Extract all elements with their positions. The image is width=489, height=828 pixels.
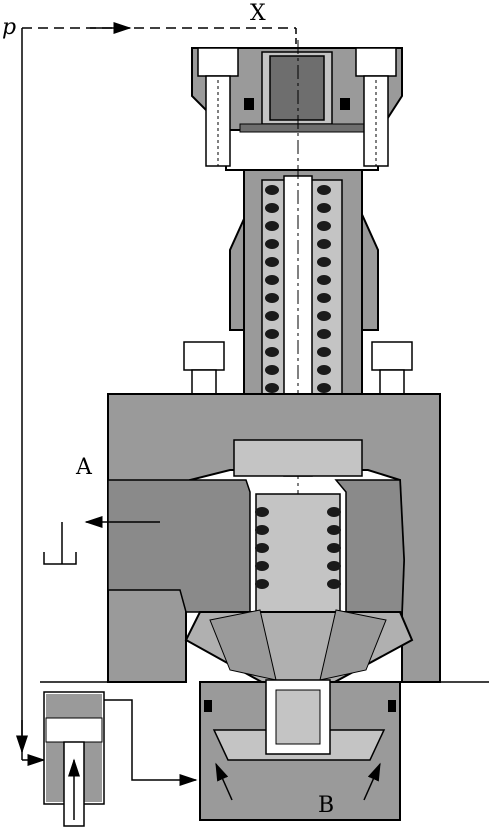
- upper-spring-coil: [265, 257, 279, 267]
- lower-spring-coil: [255, 579, 269, 589]
- pressure-label: p: [2, 15, 16, 40]
- upper-spring-coil: [317, 203, 331, 213]
- lower-spring-coil: [327, 543, 341, 553]
- upper-spring-coil: [317, 185, 331, 195]
- port-a-label: A: [75, 455, 93, 480]
- upper-spring-coil: [265, 347, 279, 357]
- lower-spring-coil: [327, 579, 341, 589]
- lower-spring-coil: [255, 525, 269, 535]
- lower-spring-coil: [255, 507, 269, 517]
- upper-spring-coil: [317, 293, 331, 303]
- upper-spring-coil: [265, 365, 279, 375]
- upper-spring-coil: [265, 293, 279, 303]
- upper-spring-coil: [317, 347, 331, 357]
- main-valve-body: [40, 393, 489, 691]
- upper-spring-coil: [265, 239, 279, 249]
- upper-spring-coil: [317, 257, 331, 267]
- lower-spring-coil: [327, 561, 341, 571]
- pilot-port-label: X: [250, 1, 266, 26]
- port-a-outlet: [43, 516, 160, 565]
- actuator-cylinder: [43, 691, 198, 827]
- lower-spring-coil: [255, 543, 269, 553]
- upper-spring-coil: [265, 203, 279, 213]
- upper-spring-coil: [265, 221, 279, 231]
- lower-spring: [255, 507, 341, 589]
- port-b-block: [199, 679, 401, 821]
- port-b-label: B: [318, 793, 334, 818]
- upper-spring-coil: [317, 275, 331, 285]
- lower-spring-coil: [327, 507, 341, 517]
- upper-spring-coil: [265, 383, 279, 393]
- upper-spring-coil: [317, 329, 331, 339]
- upper-spring-coil: [317, 311, 331, 321]
- lower-spring-coil: [327, 525, 341, 535]
- upper-spring-coil: [265, 311, 279, 321]
- upper-spring-coil: [265, 329, 279, 339]
- upper-spring: [265, 185, 331, 411]
- upper-spring-coil: [265, 275, 279, 285]
- lower-spring-coil: [255, 561, 269, 571]
- pilot-line: [16, 22, 297, 766]
- upper-spring-coil: [317, 221, 331, 231]
- upper-spring-coil: [317, 383, 331, 393]
- upper-spring-coil: [265, 185, 279, 195]
- upper-spring-coil: [317, 365, 331, 375]
- upper-spring-coil: [317, 239, 331, 249]
